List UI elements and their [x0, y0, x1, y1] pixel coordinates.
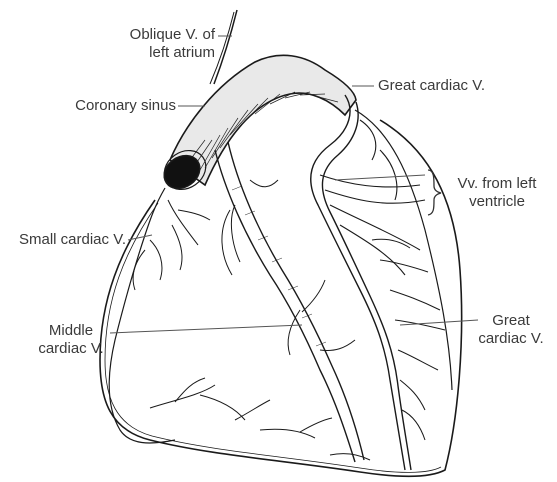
label-middle-cardiac: Middle cardiac V.	[30, 322, 112, 358]
leader-middle-cardiac	[110, 325, 302, 333]
label-great-cardiac-bottom: Great cardiac V.	[470, 312, 552, 348]
label-great-cardiac-top: Great cardiac V.	[378, 77, 485, 95]
label-coronary-sinus: Coronary sinus	[40, 97, 176, 115]
label-oblique-vein: Oblique V. of left atrium	[95, 26, 215, 62]
small-cardiac-branches	[133, 200, 210, 290]
small-cardiac-vein	[109, 188, 175, 443]
heart-outline-inner	[105, 203, 441, 472]
leader-vv-left-ventricle	[335, 175, 425, 180]
label-oblique-line1: Oblique V. of	[95, 26, 215, 44]
heart-outline	[100, 120, 462, 476]
label-vv-left-ventricle: Vv. from left ventricle	[442, 175, 552, 211]
oblique-vein	[214, 10, 237, 84]
middle-cardiac-branches	[222, 180, 355, 355]
label-middle-line1: Middle	[30, 322, 112, 340]
label-vv-line2: ventricle	[442, 193, 552, 211]
label-vv-line1: Vv. from left	[442, 175, 552, 193]
label-great-bottom-line2: cardiac V.	[470, 330, 552, 348]
label-small-cardiac: Small cardiac V.	[0, 231, 126, 249]
label-great-bottom-line1: Great	[470, 312, 552, 330]
great-cardiac-vein-upper	[311, 95, 405, 470]
great-cardiac-vein-right	[355, 110, 452, 390]
label-oblique-line2: left atrium	[95, 44, 215, 62]
label-middle-line2: cardiac V.	[30, 340, 112, 358]
middle-cardiac-vein	[215, 150, 355, 462]
